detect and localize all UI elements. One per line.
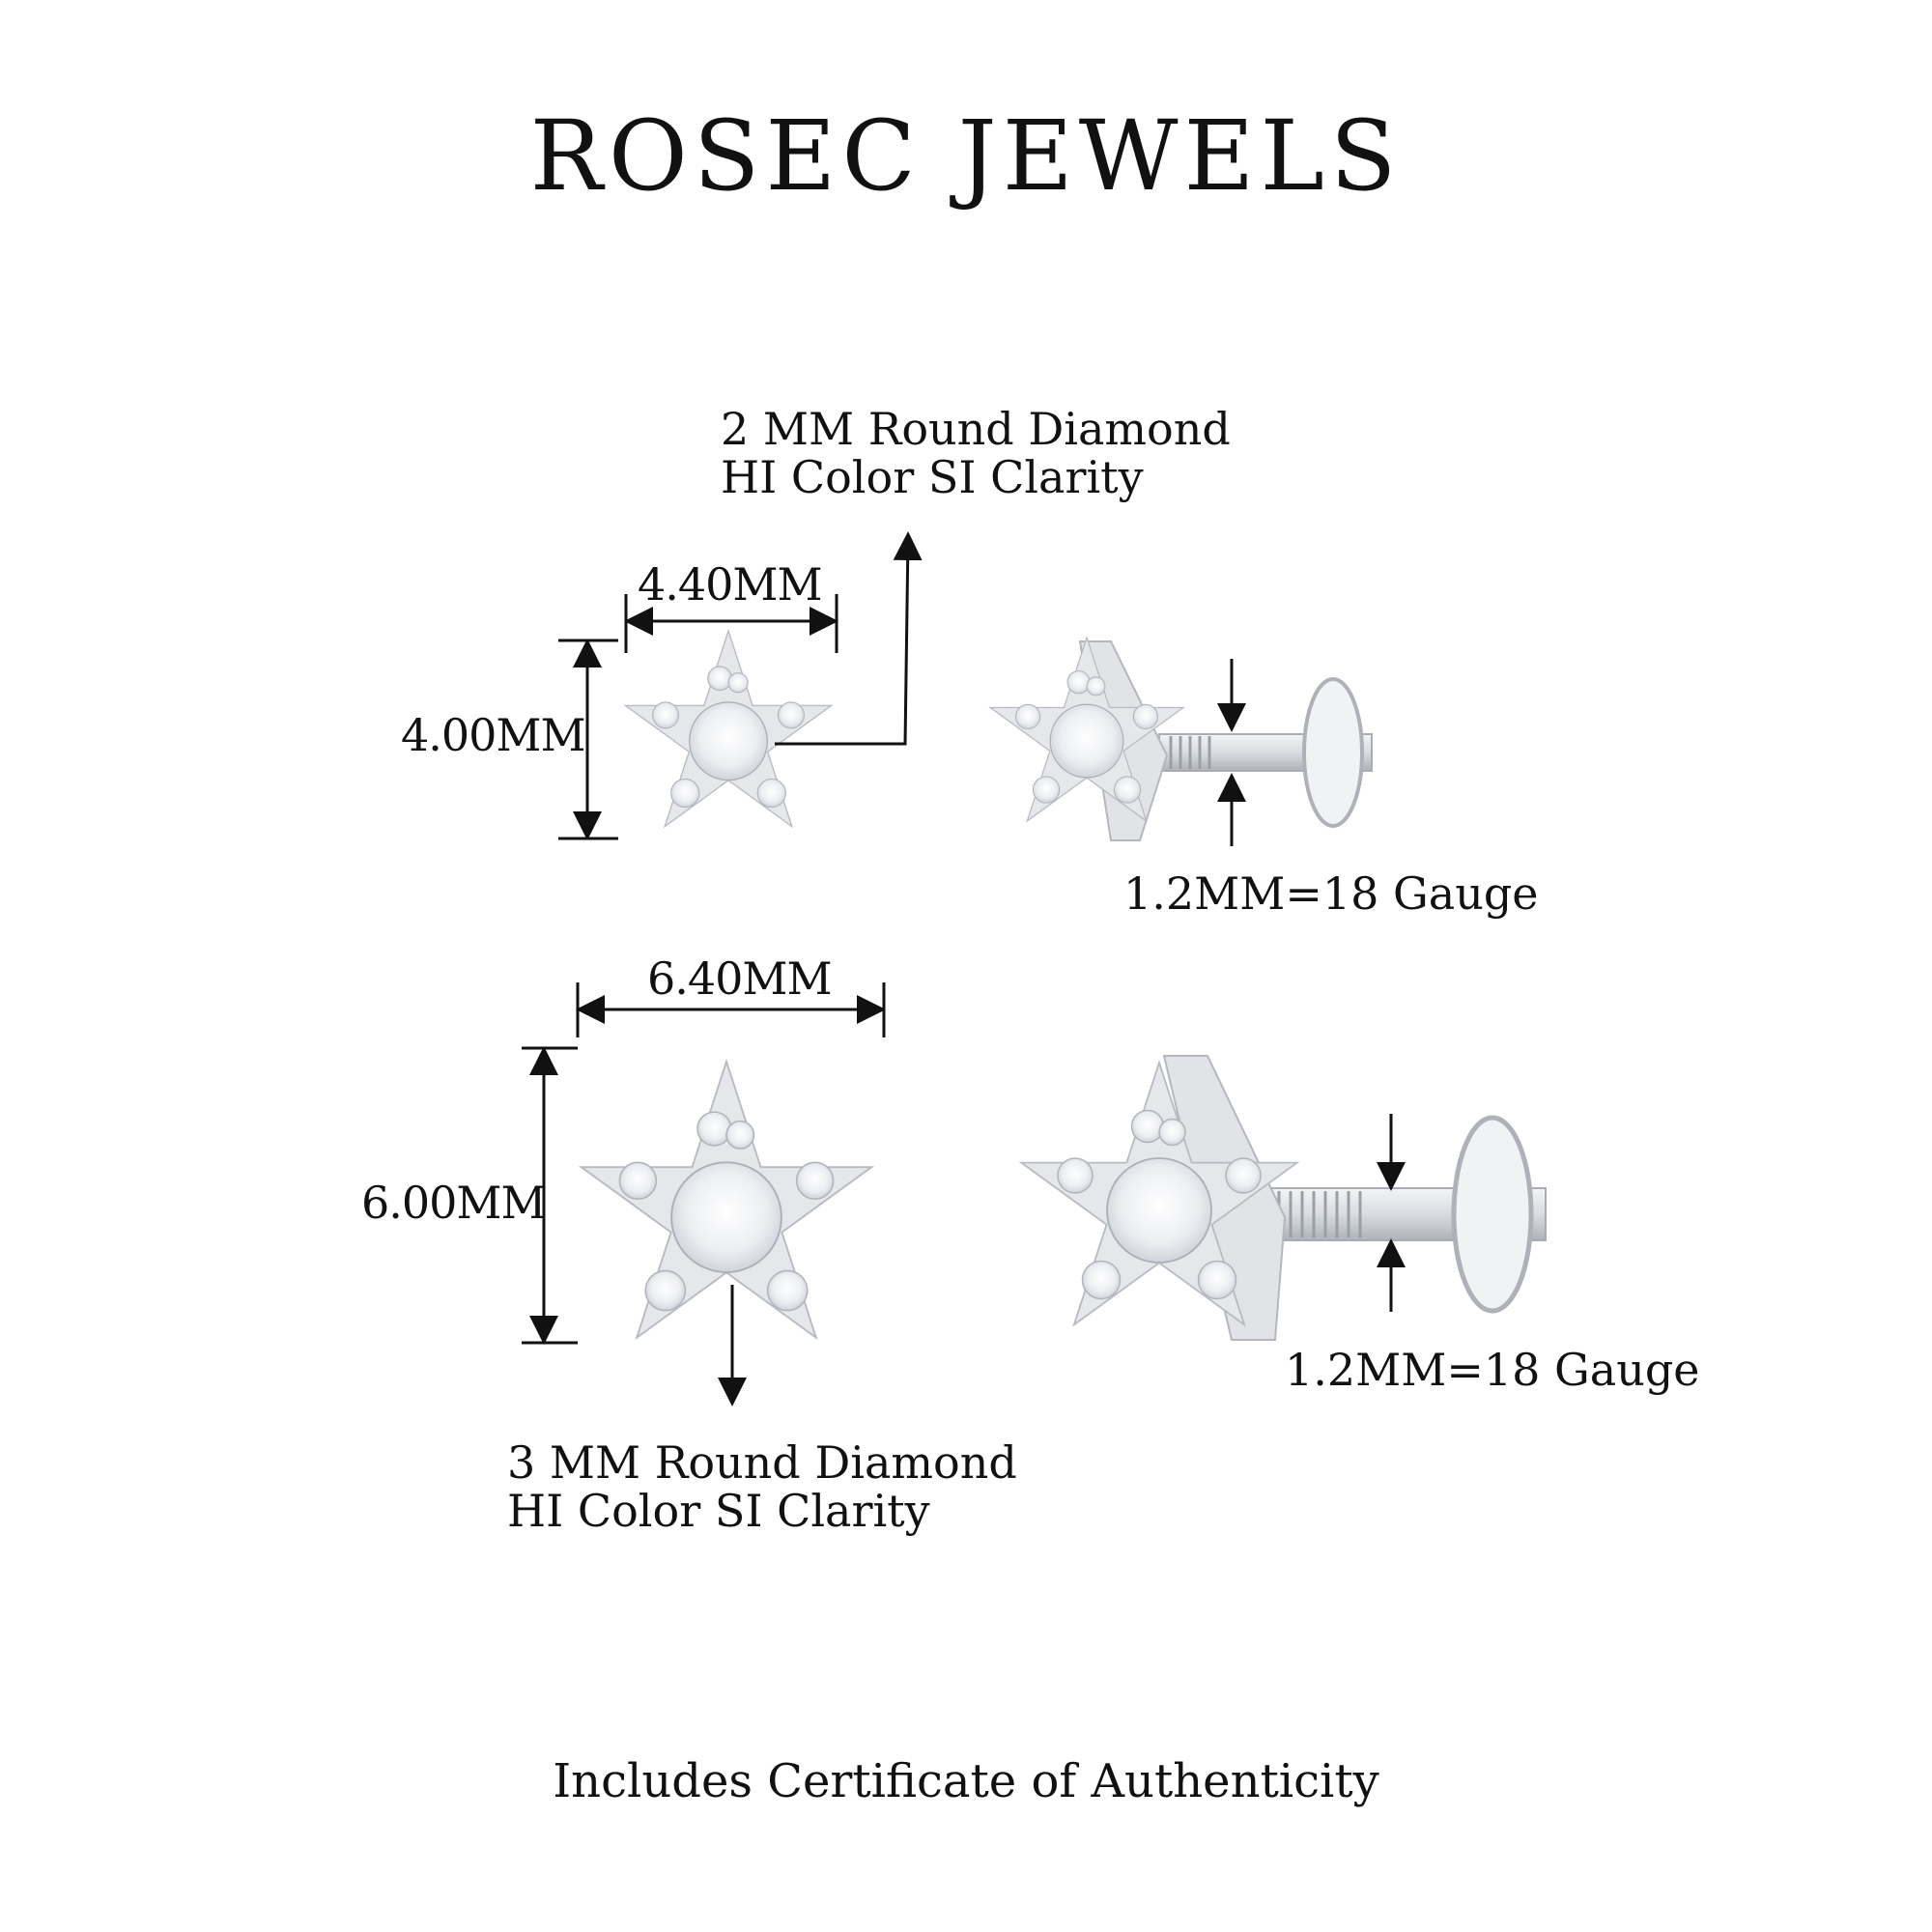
small-height-label: 4.00MM [401, 709, 586, 761]
large-spec-line1: 3 MM Round Diamond [507, 1436, 1017, 1489]
small-stud-front-image [624, 630, 833, 828]
large-width-label: 6.40MM [647, 952, 833, 1005]
small-stud-side-image [989, 637, 1373, 841]
large-gauge-label: 1.2MM=18 Gauge [1285, 1344, 1700, 1396]
small-height-dimension [558, 639, 618, 840]
large-height-label: 6.00MM [361, 1177, 547, 1229]
small-width-label: 4.40MM [638, 558, 823, 611]
large-stud-front-image [580, 1061, 873, 1339]
small-spec-line1: 2 MM Round Diamond [721, 403, 1231, 455]
small-spec-line2: HI Color SI Clarity [721, 451, 1144, 503]
small-width-dimension [624, 594, 838, 653]
brand-title: ROSEC JEWELS [529, 99, 1403, 213]
large-spec-line2: HI Color SI Clarity [507, 1485, 930, 1537]
small-gauge-label: 1.2MM=18 Gauge [1123, 867, 1539, 920]
large-height-dimension [522, 1046, 578, 1345]
small-spec-leader [775, 531, 923, 746]
large-stud-side-image [1020, 1055, 1547, 1341]
large-width-dimension [576, 982, 886, 1037]
certificate-note: Includes Certificate of Authenticity [553, 1754, 1379, 1808]
